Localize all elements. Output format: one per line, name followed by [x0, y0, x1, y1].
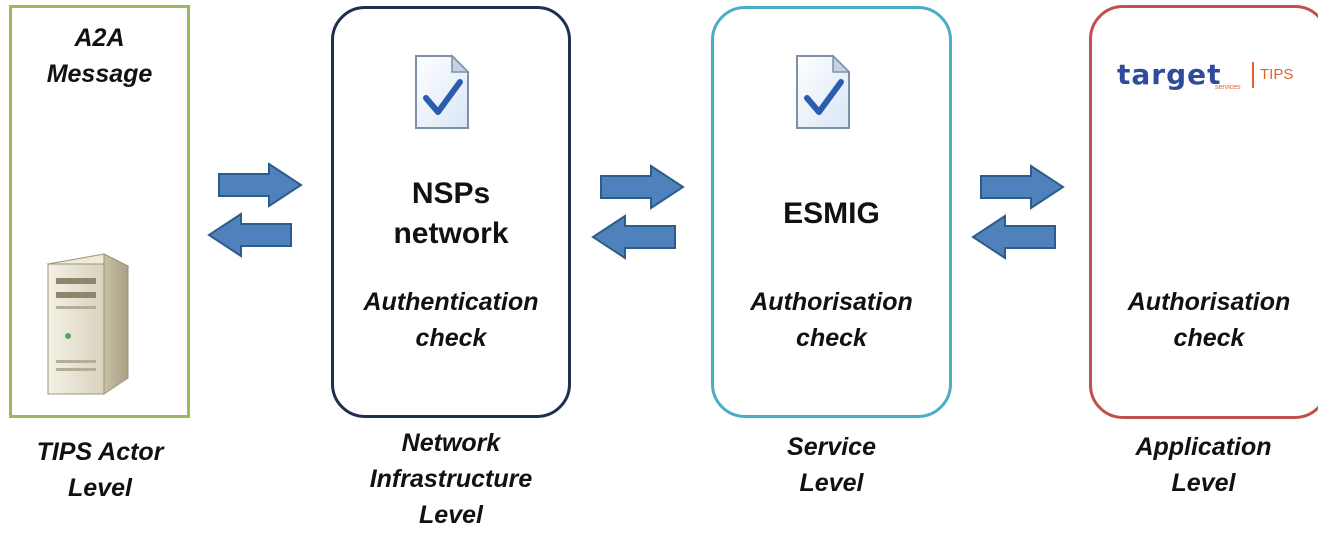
right-arrow-icon — [600, 164, 685, 210]
logo-divider — [1252, 62, 1254, 88]
esmig-authorisation-check-label: Authorisation check — [750, 288, 913, 352]
authentication-check-label: Authentication check — [363, 288, 539, 352]
esmig-title: ESMIG — [783, 197, 880, 230]
document-check-icon — [796, 54, 851, 129]
right-arrow-icon — [218, 162, 303, 208]
network-infrastructure-level-label: Network Infrastructure Level — [369, 429, 533, 529]
left-arrow-icon — [591, 214, 676, 260]
service-level-label: Service Level — [787, 433, 876, 497]
tips-logo-text: TIPS — [1260, 66, 1294, 83]
target-tips-logo: target services TIPS — [1117, 58, 1307, 98]
server-icon — [46, 253, 130, 395]
right-arrow-icon — [980, 164, 1065, 210]
nsp-network-title: NSPs network — [393, 177, 509, 250]
target-logo-sub: services — [1215, 84, 1241, 91]
nsp-network-box — [331, 6, 571, 418]
left-arrow-icon — [207, 212, 292, 258]
left-arrow-icon — [971, 214, 1056, 260]
tips-actor-box — [9, 5, 190, 418]
target-logo-word: target — [1117, 58, 1222, 91]
application-level-label: Application Level — [1135, 433, 1272, 497]
tips-actor-level-label: TIPS Actor Level — [36, 438, 164, 502]
document-check-icon — [415, 54, 470, 129]
esmig-box — [711, 6, 952, 418]
application-box — [1089, 5, 1318, 419]
app-authorisation-check-label: Authorisation check — [1127, 288, 1291, 352]
a2a-message-label: A2A Message — [46, 24, 153, 88]
